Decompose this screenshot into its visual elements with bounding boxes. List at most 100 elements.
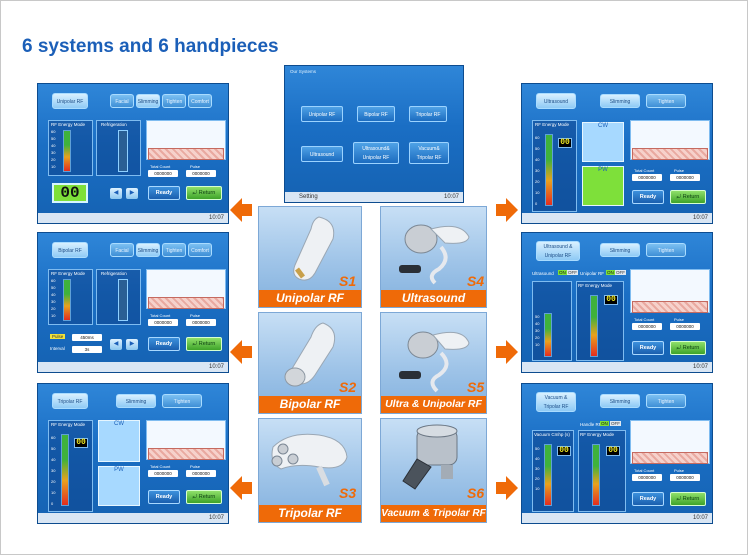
pulse-value: 0000000 <box>186 170 216 177</box>
tab-tighten[interactable]: Tighten <box>646 243 686 257</box>
energy-meter-right <box>590 295 598 357</box>
tab-tighten[interactable]: Tighten <box>162 94 186 108</box>
tab-tighten[interactable]: Tighten <box>646 94 686 108</box>
skin-layer <box>632 148 708 160</box>
mode-label-bipolar: Bipolar RF <box>52 242 88 258</box>
total-count-label: Total Count <box>150 464 171 469</box>
ready-button[interactable]: Ready <box>148 186 180 200</box>
pulse-setting-value[interactable]: 450ms <box>72 334 102 341</box>
system-button-unipolar[interactable]: Unipolar RF <box>301 106 343 122</box>
handpiece-tile-unipolar: S1 Unipolar RF <box>258 206 362 308</box>
return-button[interactable]: ⤾ Return <box>186 186 222 200</box>
system-button-bipolar[interactable]: Bipolar RF <box>357 106 395 122</box>
pulse-count-value: 0000000 <box>186 319 216 326</box>
tab-tighten[interactable]: Tighten <box>162 243 186 257</box>
ready-button[interactable]: Ready <box>632 341 664 355</box>
total-count-label: Total Count <box>150 313 171 318</box>
tab-slimming[interactable]: Slimming <box>136 94 160 108</box>
system-button-ultrasound[interactable]: Ultrasound <box>301 146 343 162</box>
tab-tighten[interactable]: Tighten <box>162 394 202 408</box>
tab-facial[interactable]: Facial <box>110 243 134 257</box>
return-button[interactable]: ⤾ Return <box>186 337 222 351</box>
vacuum-meter <box>544 444 552 506</box>
energy-panel-right <box>576 281 624 361</box>
energy-digit-display: 00 <box>52 183 88 203</box>
total-count-value: 0000000 <box>632 174 662 181</box>
pulse-value: 0000000 <box>670 323 700 330</box>
tile-number: S5 <box>467 379 485 395</box>
unipolar-on[interactable]: ON <box>606 270 615 275</box>
total-count-label: Total Count <box>634 168 655 173</box>
return-button[interactable]: ⤾ Return <box>670 492 706 506</box>
tab-tighten[interactable]: Tighten <box>646 394 686 408</box>
handle-off[interactable]: OFF <box>610 421 621 426</box>
return-button[interactable]: ⤾ Return <box>670 341 706 355</box>
handle-on[interactable]: ON <box>600 421 609 426</box>
scale-30: 30 <box>535 328 540 333</box>
scale-20: 20 <box>535 335 540 340</box>
pw-label: PW <box>114 467 124 473</box>
status-bar: 10:07 <box>38 513 228 523</box>
energy-digit-display: 00 <box>74 438 88 448</box>
tab-facial[interactable]: Facial <box>110 94 134 108</box>
tab-slimming[interactable]: Slimming <box>600 94 640 108</box>
energy-panel <box>48 420 93 512</box>
total-count-value: 0000000 <box>632 323 662 330</box>
status-bar: 10:07 <box>38 213 228 223</box>
ultrasound-off[interactable]: OFF <box>567 270 578 275</box>
scale-0: 0 <box>535 201 538 206</box>
refrigeration-level <box>118 279 128 321</box>
interval-value[interactable]: 3s <box>72 346 102 353</box>
scale-30: 30 <box>51 468 56 473</box>
scale-60: 60 <box>51 278 56 283</box>
ready-button[interactable]: Ready <box>148 337 180 351</box>
energy-meter <box>545 134 553 206</box>
ready-button[interactable]: Ready <box>632 492 664 506</box>
pw-mode-box[interactable]: PW <box>582 166 624 206</box>
tab-slimming[interactable]: Slimming <box>600 394 640 408</box>
scale-10: 10 <box>535 486 540 491</box>
return-button[interactable]: ⤾ Return <box>670 190 706 204</box>
refrigeration-level <box>118 130 128 172</box>
return-button[interactable]: ⤾ Return <box>186 490 222 504</box>
unipolar-off[interactable]: OFF <box>615 270 626 275</box>
ready-button[interactable]: Ready <box>148 490 180 504</box>
clock-text: 10:07 <box>208 515 224 521</box>
cw-mode-box[interactable]: CW <box>582 122 624 162</box>
bipolar-screen: Bipolar RF Facial Slimming Tighten Comfo… <box>37 232 229 373</box>
vacuum-tripolar-handpiece-icon <box>402 424 458 490</box>
energy-label: RF Energy Mode <box>580 432 615 437</box>
tile-label: Unipolar RF <box>259 290 361 307</box>
tab-comfort[interactable]: Comfort <box>188 243 212 257</box>
status-bar: Setting 10:07 <box>285 192 463 202</box>
setting-label[interactable]: Setting <box>299 194 318 200</box>
decrease-button[interactable]: ◀ <box>110 188 122 199</box>
tab-slimming[interactable]: Slimming <box>136 243 160 257</box>
ready-button[interactable]: Ready <box>632 190 664 204</box>
decrease-button[interactable]: ◀ <box>110 339 122 350</box>
tile-label: Bipolar RF <box>259 396 361 413</box>
energy-label: RF Energy Mode <box>51 271 86 276</box>
tile-number: S1 <box>339 273 357 289</box>
vacuum-tripolar-screen: Vacuum & Tripolar RF Slimming Tighten Ha… <box>521 383 713 524</box>
pw-mode-box[interactable]: PW <box>98 466 140 506</box>
total-count-label: Total Count <box>150 164 171 169</box>
system-button-tripolar[interactable]: Tripolar RF <box>409 106 447 122</box>
total-count-label: Total Count <box>634 317 655 322</box>
cw-mode-box[interactable]: CW <box>98 420 140 462</box>
system-button-vacuum-tripolar[interactable]: Vacuum& Tripolar RF <box>409 142 449 164</box>
energy-label: RF Energy Mode <box>51 422 86 427</box>
ultrasound-toggle-label: Ultrasound <box>532 271 554 276</box>
increase-button[interactable]: ▶ <box>126 339 138 350</box>
tab-comfort[interactable]: Comfort <box>188 94 212 108</box>
tab-slimming[interactable]: Slimming <box>116 394 156 408</box>
ultrasound-on[interactable]: ON <box>558 270 567 275</box>
return-label: Return <box>682 345 700 351</box>
tab-slimming[interactable]: Slimming <box>600 243 640 257</box>
status-bar: 10:07 <box>522 362 712 372</box>
increase-button[interactable]: ▶ <box>126 188 138 199</box>
energy-digit-display: 00 <box>604 295 618 305</box>
system-button-ultra-unipolar[interactable]: Ultrasound& Unipolar RF <box>353 142 399 164</box>
energy-meter-left <box>544 313 552 357</box>
